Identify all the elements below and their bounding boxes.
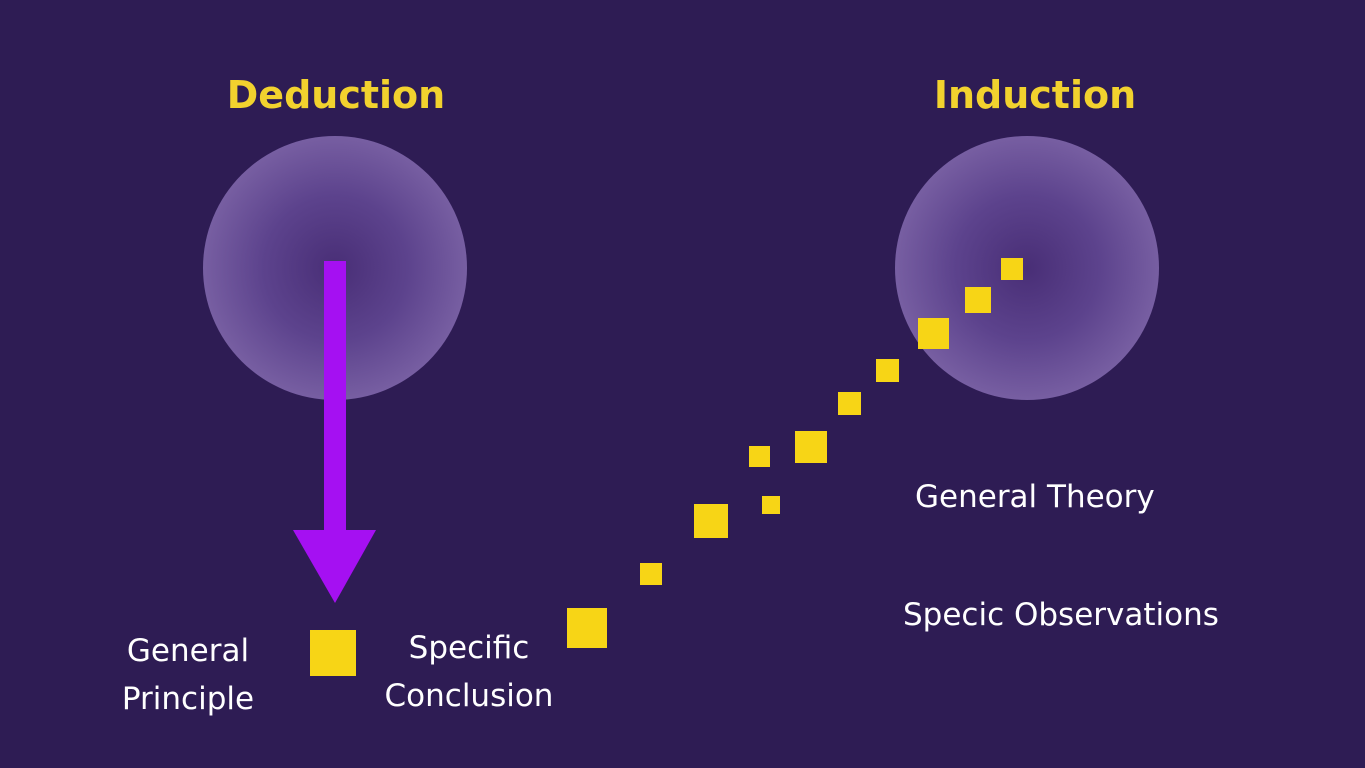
observation-square bbox=[918, 318, 949, 349]
observation-square bbox=[694, 504, 728, 538]
observation-square bbox=[567, 608, 607, 648]
deduction-title: Deduction bbox=[226, 73, 446, 117]
observation-square bbox=[795, 431, 827, 463]
observation-square bbox=[1001, 258, 1023, 280]
deduction-arrow-head bbox=[293, 530, 376, 603]
observation-squares bbox=[567, 258, 1023, 648]
deduction-arrow-shaft bbox=[324, 261, 346, 533]
general-theory-label: General Theory bbox=[915, 479, 1155, 515]
observation-square bbox=[762, 496, 780, 514]
specific-conclusion-line-2: Conclusion bbox=[384, 678, 554, 714]
specific-conclusion-line-1: Specific bbox=[408, 630, 530, 666]
deduction-arrow bbox=[293, 261, 376, 603]
general-principle-line-2: Principle bbox=[121, 681, 255, 717]
specific-conclusion-square bbox=[310, 630, 356, 676]
specific-conclusion-label: Specific Conclusion bbox=[376, 624, 562, 720]
specific-observations-label: Specic Observations bbox=[903, 597, 1219, 633]
induction-title: Induction bbox=[933, 73, 1137, 117]
observation-square bbox=[640, 563, 662, 585]
observation-square bbox=[749, 446, 770, 467]
induction-circle bbox=[895, 136, 1159, 400]
general-principle-label: General Principle bbox=[108, 627, 268, 723]
observation-square bbox=[965, 287, 991, 313]
observation-square bbox=[838, 392, 861, 415]
observation-square bbox=[876, 359, 899, 382]
general-principle-line-1: General bbox=[126, 633, 250, 669]
